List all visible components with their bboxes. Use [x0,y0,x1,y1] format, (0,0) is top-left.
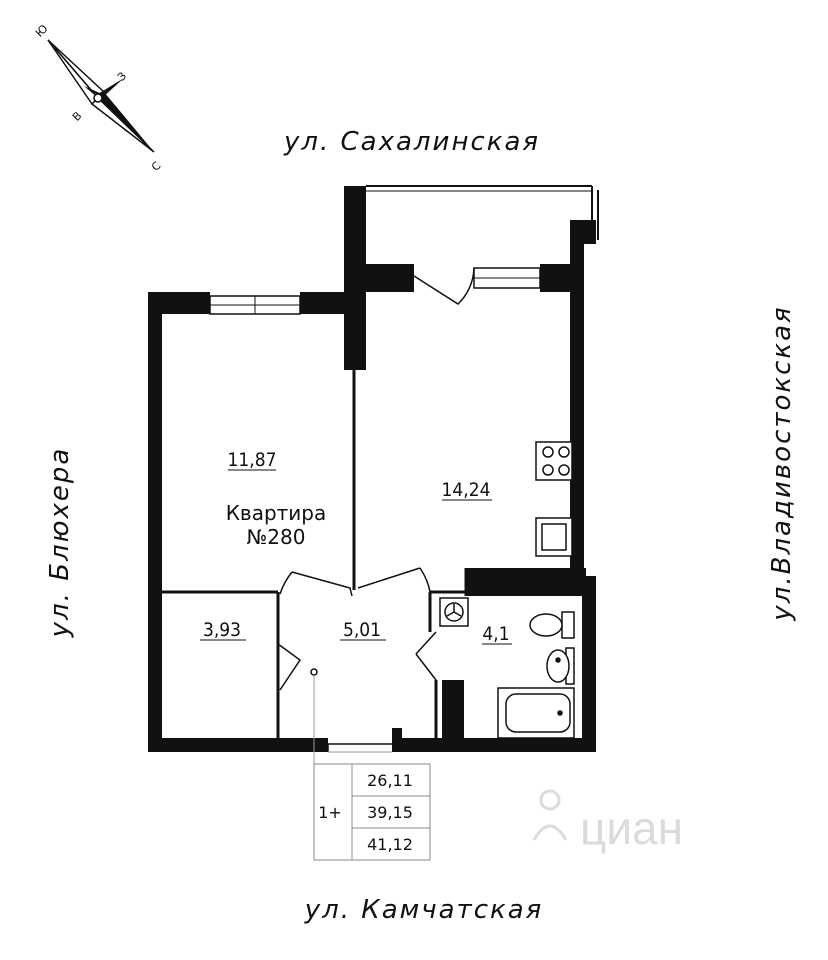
room-area-hall: 5,01 [343,619,381,641]
summary-rooms: 1+ [318,803,342,822]
entrance [313,675,392,860]
summary-living-area: 26,11 [367,771,413,790]
toilet-icon [529,611,575,639]
summary-total-area: 39,15 [367,803,413,822]
windows [209,267,541,315]
street-top: ул. Сахалинская [283,127,540,157]
compass-south: Ю [33,22,51,40]
compass-rose: Ю В З С [33,22,164,174]
room-area-bathroom: 4,1 [482,623,509,645]
walls [148,240,596,752]
bathtub-icon [497,687,575,739]
room-labels: 11,87 14,24 3,93 5,01 4,1 [200,449,512,645]
room-area-living-kitchen: 14,24 [442,479,491,501]
summary-table [313,763,431,861]
washbasin-icon [546,647,575,685]
watermark: циан [532,789,683,854]
watermark-text: циан [580,802,683,854]
apartment-number: №280 [247,525,306,549]
compass-west: З [115,70,129,84]
room-area-storage: 3,93 [203,619,241,641]
compass-east: В [70,109,85,124]
compass-north: С [149,159,164,174]
street-left: ул. Блюхера [45,447,75,639]
door-swings [277,567,437,752]
apartment-label: Квартира [226,501,327,525]
bathroom-fixtures [439,597,575,739]
summary-total-with-balcony: 41,12 [367,835,413,854]
kitchen [535,441,573,557]
balcony [344,185,599,268]
street-bottom: ул. Камчатская [304,895,544,925]
street-right: ул.Владивостокская [767,305,797,621]
interior-walls [162,370,582,738]
room-area-bedroom: 11,87 [228,449,277,471]
